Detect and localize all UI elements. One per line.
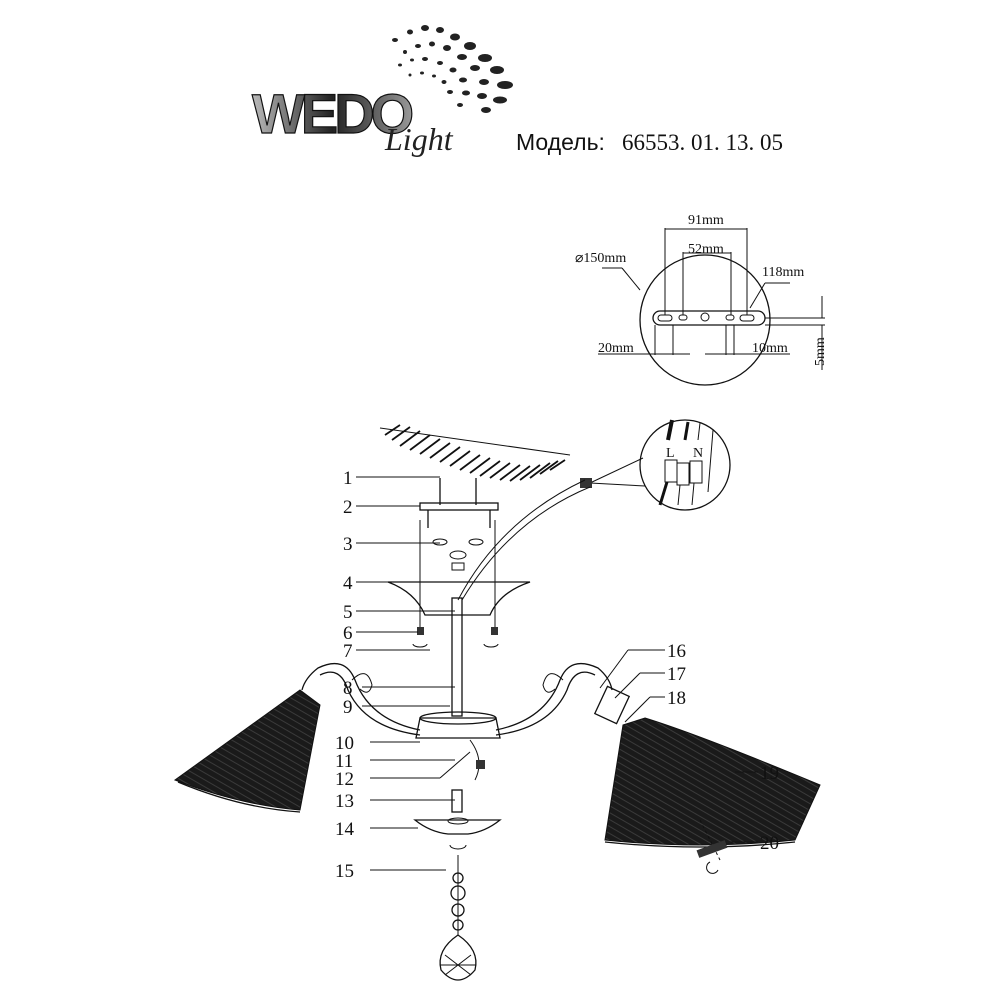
dim-20mm: 20mm (598, 341, 634, 356)
dim-52mm: 52mm (688, 242, 724, 257)
part-label-15: 15 (335, 861, 354, 882)
model-code: 66553. 01. 13. 05 (622, 130, 783, 155)
logo-dots (392, 25, 513, 113)
dim-diameter-150mm: ⌀150mm (575, 251, 626, 266)
part-label-11: 11 (335, 751, 353, 772)
dim-118mm: 118mm (762, 265, 804, 280)
part-label-4: 4 (343, 573, 353, 594)
part-label-12: 12 (335, 769, 354, 790)
logo-wordmark: WEDO (252, 82, 413, 145)
part-label-13: 13 (335, 791, 354, 812)
dim-10mm: 10mm (752, 341, 788, 356)
mounting-plate-detail: 91mm 52mm ⌀150mm 118mm 20mm 10mm 5mm (575, 213, 828, 386)
brand-logo: WEDO Light (251, 25, 513, 157)
neutral-label: N (693, 446, 703, 461)
part-label-8: 8 (343, 678, 353, 699)
part-label-2: 2 (343, 497, 353, 518)
dim-91mm: 91mm (688, 213, 724, 228)
part-label-18: 18 (667, 688, 686, 709)
part-label-14: 14 (335, 819, 355, 840)
part-label-9: 9 (343, 697, 353, 718)
terminal-block-icon (580, 478, 592, 488)
part-label-3: 3 (343, 534, 353, 555)
dim-5mm: 5mm (813, 337, 828, 366)
part-label-6: 6 (343, 623, 353, 644)
logo-script: Light (384, 121, 454, 157)
part-label-7: 7 (343, 641, 353, 662)
model-label: Модель: (516, 129, 605, 155)
part-labels: 1 2 3 4 5 6 7 8 9 10 11 12 13 14 15 16 1… (335, 468, 779, 882)
live-label: L (666, 446, 675, 461)
part-label-16: 16 (667, 641, 686, 662)
chandelier (173, 478, 821, 981)
part-label-17: 17 (667, 664, 686, 685)
part-label-1: 1 (343, 468, 353, 489)
part-label-5: 5 (343, 602, 353, 623)
part-label-20: 20 (760, 833, 779, 854)
ceiling-hatch (379, 424, 571, 482)
part-label-10: 10 (335, 733, 354, 754)
part-label-19: 19 (760, 763, 779, 784)
wiring-detail: L N (580, 419, 731, 511)
